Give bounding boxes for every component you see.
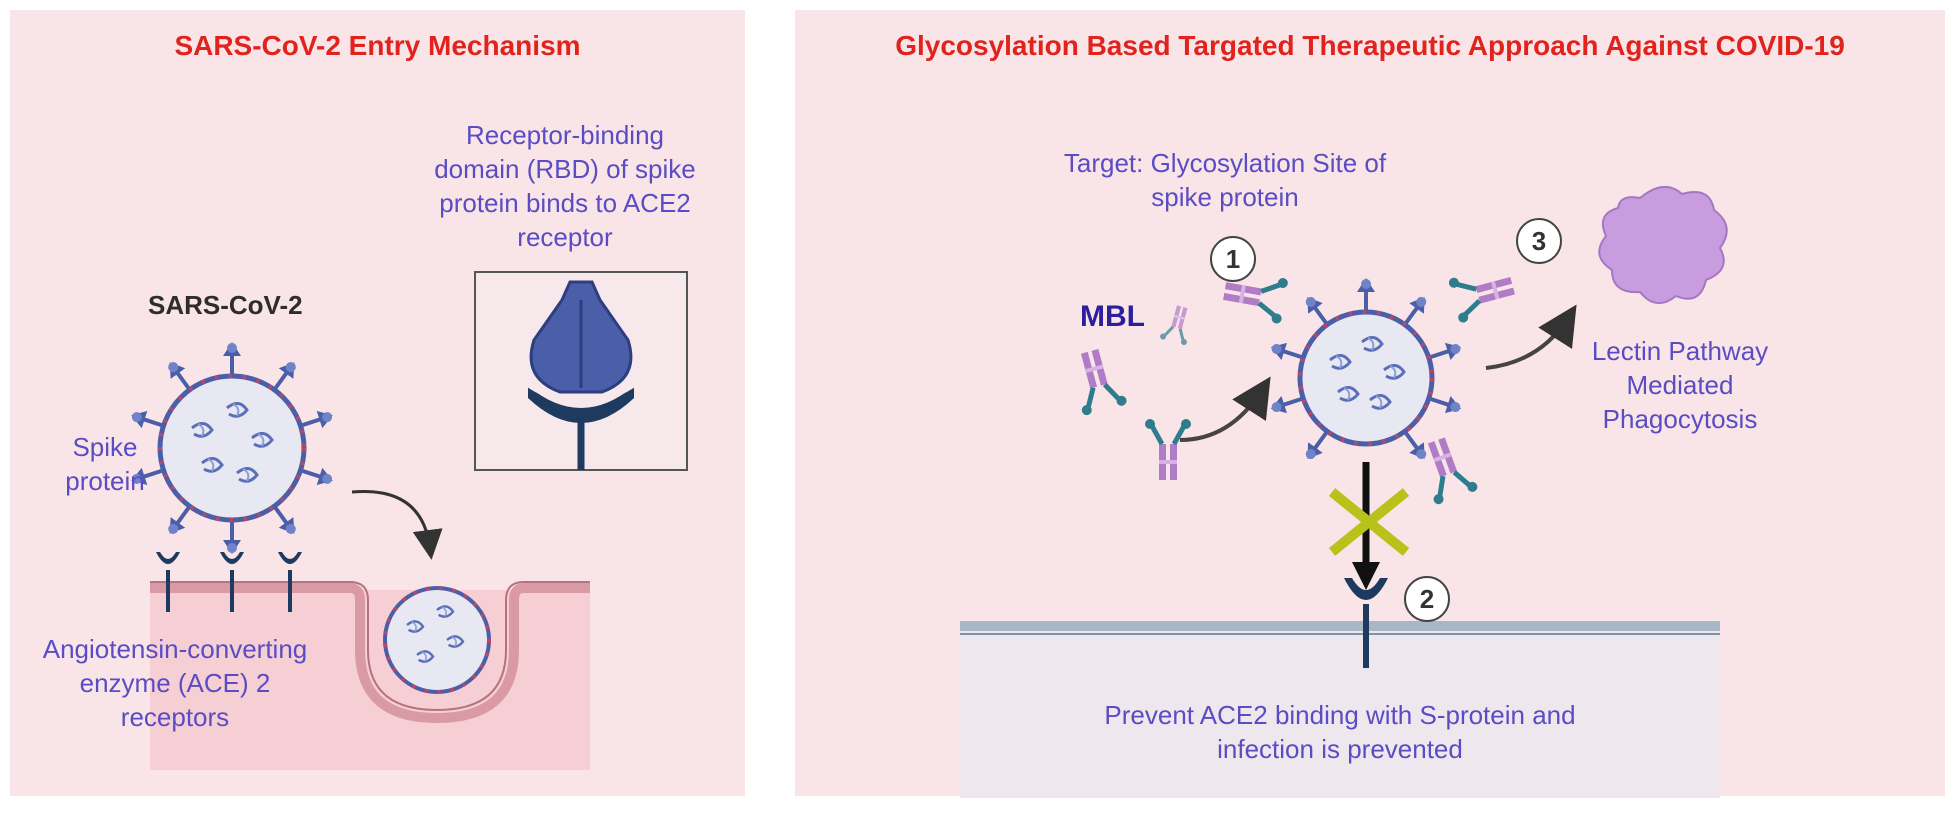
engulfed-virion (383, 586, 491, 694)
host-cell-region (960, 622, 1720, 798)
entry-mechanism-title: SARS-CoV-2 Entry Mechanism (174, 30, 581, 61)
step-2-badge: 2 (1404, 576, 1450, 622)
ace2-receptor-right (1344, 578, 1388, 668)
free-mbl-3 (1157, 301, 1198, 348)
cell-membrane (150, 583, 590, 724)
ace2-receptor-3 (278, 552, 302, 612)
free-mbl-2 (1145, 419, 1191, 480)
lectin-pathway-label: Lectin Pathway Mediated Phagocytosis (1591, 336, 1769, 434)
spike-protein-label: Spike protein (65, 432, 145, 496)
ace2-receptor-2 (220, 552, 244, 612)
entry-arrow (351, 489, 443, 560)
step-1-badge: 1 (1210, 236, 1256, 282)
ace2-receptor-1 (156, 552, 180, 612)
binding-arrow (1352, 562, 1380, 590)
virus-label: SARS-CoV-2 (148, 290, 303, 320)
bound-mbl-2 (1448, 263, 1519, 323)
phagocytosis-arrow (1485, 304, 1577, 370)
sars-cov-2-virion (126, 340, 338, 556)
therapeutic-approach-title: Glycosylation Based Targated Therapeutic… (895, 30, 1845, 61)
sars-cov-2-virion-right (1266, 276, 1466, 464)
target-label: Target: Glycosylation Site of spike prot… (1063, 148, 1387, 212)
rbd-binding-icon (527, 280, 635, 470)
mbl-binding-arrow (1179, 376, 1271, 442)
block-x-icon (1328, 488, 1410, 556)
mbl-label: MBL (1080, 300, 1145, 333)
phagocyte-cell (1598, 186, 1728, 304)
rbd-description: Receptor-binding domain (RBD) of spike p… (434, 120, 696, 252)
step-3-badge: 3 (1516, 218, 1562, 264)
bound-mbl-3 (1415, 433, 1479, 506)
ace2-receptors-label: Angiotensin-converting enzyme (ACE) 2 re… (42, 634, 308, 732)
free-mbl-1 (1067, 345, 1127, 416)
prevention-label: Prevent ACE2 binding with S-protein and … (1104, 700, 1576, 764)
